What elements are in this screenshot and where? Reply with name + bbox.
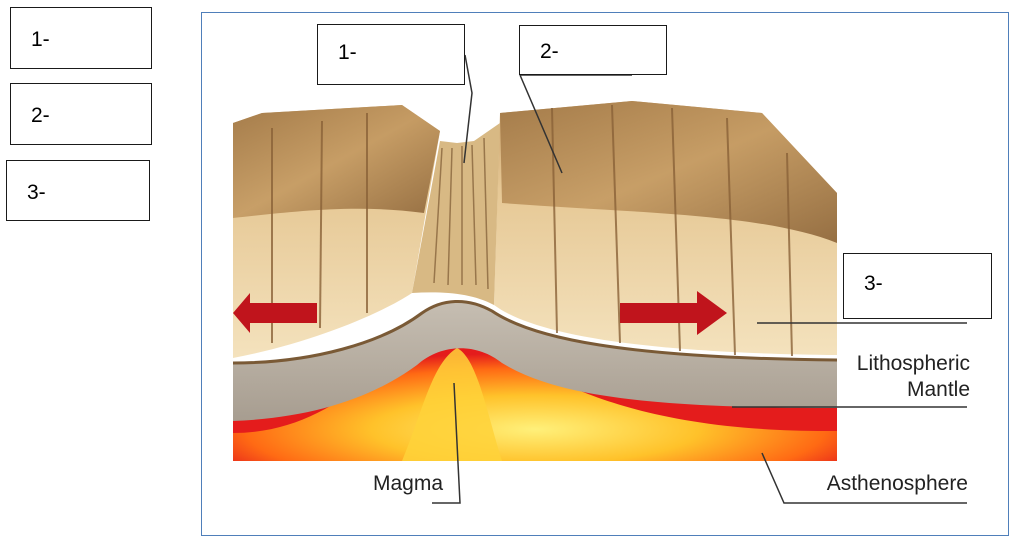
callout-box-2[interactable]: 2- [519, 25, 667, 75]
lithospheric-mantle-label: Lithospheric Mantle [822, 351, 970, 403]
answer-box-2[interactable]: 2- [10, 83, 152, 145]
magma-label: Magma [348, 471, 468, 497]
lithospheric-label-line2: Mantle [822, 377, 970, 403]
answer-box-1-label: 1- [31, 28, 50, 51]
answer-box-3-label: 3- [27, 181, 46, 204]
callout-box-1[interactable]: 1- [317, 24, 465, 85]
callout-box-3[interactable]: 3- [843, 253, 992, 319]
lithospheric-label-line1: Lithospheric [822, 351, 970, 377]
rift-valley-diagram: 1- 2- 3- Lithospheric Mantle Magma Asthe… [201, 12, 1009, 536]
answer-box-1[interactable]: 1- [10, 7, 152, 69]
asthenosphere-label: Asthenosphere [782, 471, 968, 497]
callout-2-label: 2- [540, 40, 559, 63]
callout-1-label: 1- [338, 41, 357, 64]
answer-box-2-label: 2- [31, 104, 50, 127]
callout-3-label: 3- [864, 272, 883, 295]
answer-box-3[interactable]: 3- [6, 160, 150, 221]
